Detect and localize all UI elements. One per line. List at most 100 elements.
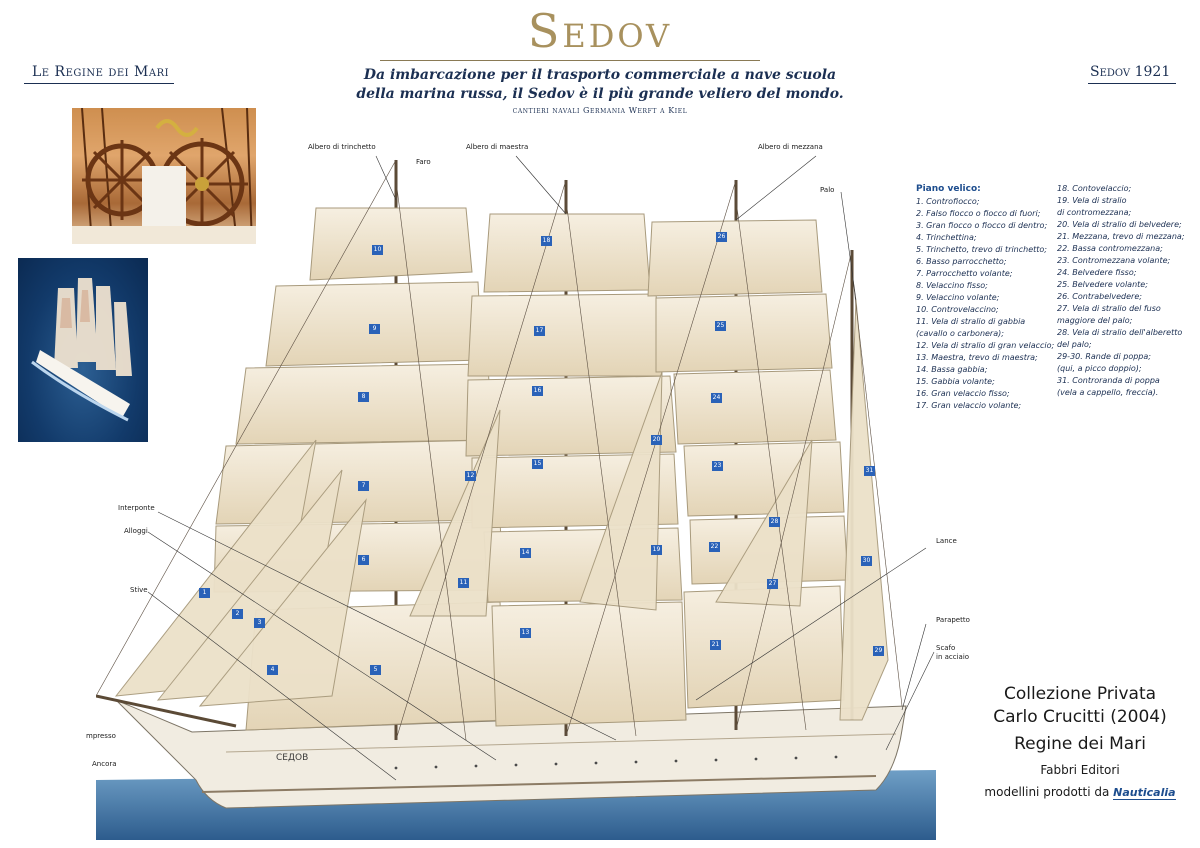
- legend-item: 25. Belvedere volante;: [1057, 280, 1148, 289]
- credit-producer: modellini prodotti da Nauticalia: [960, 785, 1200, 800]
- credit-producer-text: modellini prodotti da: [984, 785, 1110, 799]
- legend-item: 12. Vela di stralio di gran velaccio;: [916, 341, 1055, 350]
- nauticalia-logo: Nauticalia: [1113, 786, 1176, 800]
- sail-number: 28: [769, 517, 780, 527]
- legend-item: 4. Trinchettina;: [916, 233, 977, 242]
- sail-number: 31: [864, 466, 875, 476]
- sail-number: 25: [715, 321, 726, 331]
- label-mizzen-mast: Albero di mezzana: [758, 143, 823, 151]
- label-jigger-mast: Palo: [820, 186, 835, 194]
- legend-item: 11. Vela di stralio di gabbia (cavallo o…: [916, 317, 1026, 338]
- sail-number: 14: [520, 548, 531, 558]
- subtitle-line-2: della marina russa, il Sedov è il più gr…: [356, 86, 844, 102]
- sail-number: 13: [520, 628, 531, 638]
- legend-item: 16. Gran velaccio fisso;: [916, 389, 1010, 398]
- label-fore-mast: Albero di trinchetto: [308, 143, 376, 151]
- legend-title: Piano velico:: [916, 184, 981, 194]
- legend-item: 26. Contrabelvedere;: [1057, 292, 1142, 301]
- sail-number: 20: [651, 435, 662, 445]
- legend-item: 15. Gabbia volante;: [916, 377, 995, 386]
- sail-number: 29: [873, 646, 884, 656]
- legend-item: 1. Controfiocco;: [916, 197, 980, 206]
- legend-item: 21. Mezzana, trevo di mezzana;: [1057, 232, 1185, 241]
- legend-item: 9. Velaccino volante;: [916, 293, 1000, 302]
- credit-owner: Carlo Crucitti (2004): [993, 707, 1167, 727]
- series-name-right: Sedov 1921: [1090, 64, 1171, 80]
- sail-number: 30: [861, 556, 872, 566]
- label-holds: Stive: [130, 586, 148, 594]
- subtitle-line-1: Da imbarcazione per il trasporto commerc…: [363, 67, 837, 83]
- sail-number: 17: [534, 326, 545, 336]
- legend-item: 20. Vela di stralio di belvedere;: [1057, 220, 1182, 229]
- credit-publisher: Fabbri Editori: [1040, 763, 1120, 777]
- hull-name: СЕДОВ: [276, 753, 308, 763]
- legend-item: 23. Contromezzana volante;: [1057, 256, 1171, 265]
- sail-number: 22: [709, 542, 720, 552]
- ship-wheel-photo: [72, 108, 256, 244]
- sail-number: 8: [358, 392, 369, 402]
- sail-number: 27: [767, 579, 778, 589]
- legend-item: 2. Falso fiocco o fiocco di fuori;: [916, 209, 1041, 218]
- sail-number: 9: [369, 324, 380, 334]
- label-lifeboats: Lance: [936, 537, 957, 545]
- sail-number: 23: [712, 461, 723, 471]
- sail-number: 6: [358, 555, 369, 565]
- sail-number: 24: [711, 393, 722, 403]
- label-tween-deck: Interponte: [118, 504, 155, 512]
- legend-item: 3. Gran fiocco o fiocco di dentro;: [916, 221, 1048, 230]
- legend-item: 8. Velaccino fisso;: [916, 281, 988, 290]
- legend-item: 24. Belvedere fisso;: [1057, 268, 1137, 277]
- sailing-ship-photo: [18, 258, 148, 442]
- sail-plan-legend: Piano velico: 1. Controfiocco; 2. Falso …: [916, 183, 1196, 412]
- sail-number: 3: [254, 618, 265, 628]
- title-rule: [380, 60, 760, 61]
- legend-item: 18. Contovelaccio;: [1057, 184, 1132, 193]
- label-bulwark: Parapetto: [936, 616, 970, 624]
- legend-item: 6. Basso parrocchetto;: [916, 257, 1007, 266]
- label-anchor: Ancora: [92, 760, 117, 768]
- legend-item: 28. Vela di stralio dell'alberetto del p…: [1057, 328, 1183, 349]
- legend-column-2: 18. Contovelaccio; 19. Vela di stralio d…: [1057, 183, 1196, 412]
- legend-item: 10. Controvelaccino;: [916, 305, 999, 314]
- sail-number: 26: [716, 232, 727, 242]
- sail-number: 21: [710, 640, 721, 650]
- label-hull-2: in acciaio: [936, 653, 970, 661]
- sail-number: 2: [232, 609, 243, 619]
- sail-number: 1: [199, 588, 210, 598]
- legend-item: 14. Bassa gabbia;: [916, 365, 988, 374]
- credit-series: Regine dei Mari: [1014, 734, 1146, 754]
- legend-item: 29-30. Rande di poppa; (qui, a picco dop…: [1057, 352, 1151, 373]
- shipyard-caption: cantieri navali Germania Werft a Kiel: [512, 106, 688, 115]
- credit-collection: Collezione Privata: [1003, 684, 1157, 704]
- legend-item: 27. Vela di stralio del fuso maggiore de…: [1057, 304, 1161, 325]
- sail-number: 18: [541, 236, 552, 246]
- label-quarters: Alloggi: [124, 527, 148, 535]
- sail-number: 16: [532, 386, 543, 396]
- header-rule-left: [24, 83, 174, 84]
- sail-number: 19: [651, 545, 662, 555]
- page-title: Sedov: [527, 4, 673, 58]
- legend-item: 31. Controranda di poppa (vela a cappell…: [1057, 376, 1160, 397]
- ship-illustration: СЕДОВ: [96, 155, 936, 840]
- label-lighthouse: Faro: [416, 158, 431, 166]
- label-bowsprit: mpresso: [86, 732, 116, 740]
- legend-column-1: 1. Controfiocco; 2. Falso fiocco o fiocc…: [916, 196, 1057, 412]
- legend-item: 22. Bassa contromezzana;: [1057, 244, 1163, 253]
- label-main-mast: Albero di maestra: [466, 143, 529, 151]
- sail-number: 10: [372, 245, 383, 255]
- sail-number: 5: [370, 665, 381, 675]
- series-name-left: Le Regine dei Mari: [32, 64, 170, 80]
- legend-item: 5. Trinchetto, trevo di trinchetto;: [916, 245, 1048, 254]
- label-hull-1: Scafo: [936, 644, 956, 652]
- sail-number: 11: [458, 578, 469, 588]
- sail-number: 12: [465, 471, 476, 481]
- legend-item: 19. Vela di stralio di contromezzana;: [1057, 196, 1132, 217]
- sail-number: 15: [532, 459, 543, 469]
- legend-item: 17. Gran velaccio volante;: [916, 401, 1022, 410]
- sail-number: 7: [358, 481, 369, 491]
- sail-number: 4: [267, 665, 278, 675]
- subtitle: Da imbarcazione per il trasporto commerc…: [300, 66, 900, 104]
- header-rule-right: [1088, 83, 1176, 84]
- legend-item: 13. Maestra, trevo di maestra;: [916, 353, 1038, 362]
- legend-item: 7. Parrocchetto volante;: [916, 269, 1013, 278]
